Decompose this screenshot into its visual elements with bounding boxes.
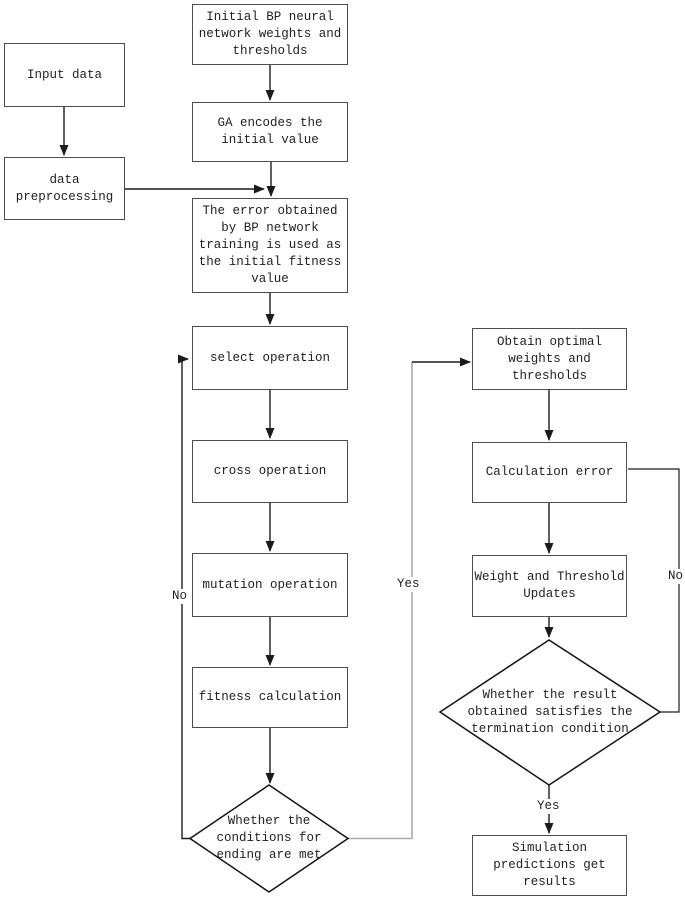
decision-ending-diamond <box>188 784 350 893</box>
edge-termination-no-to-calcerror <box>628 468 680 713</box>
node-cross-operation: cross operation <box>192 440 348 503</box>
node-bp-error-fitness: The error obtained by BP network trainin… <box>192 198 348 293</box>
node-input-data: Input data <box>4 43 125 107</box>
node-obtain-optimal: Obtain optimal weights and thresholds <box>472 328 627 390</box>
edge-label-yes-center: Yes <box>396 577 421 592</box>
edge-label-no-left: No <box>171 589 189 604</box>
node-mutation-operation: mutation operation <box>192 553 348 617</box>
middle-column-arrows <box>59 65 276 784</box>
node-calculation-error: Calculation error <box>472 442 627 503</box>
edge-ending-yes-riser <box>348 362 413 840</box>
node-ga-encodes: GA encodes the initial value <box>192 102 348 162</box>
node-fitness-calculation: fitness calculation <box>192 667 348 728</box>
decision-termination-diamond <box>438 639 662 786</box>
node-select-operation: select operation <box>192 326 348 390</box>
edge-label-no-right: No <box>667 569 685 584</box>
node-weight-threshold-updates: Weight and Threshold Updates <box>472 555 627 617</box>
edge-label-yes-bottom: Yes <box>536 799 561 814</box>
node-data-preprocessing: data preprocessing <box>4 157 125 220</box>
node-initial-weights: Initial BP neural network weights and th… <box>192 4 348 65</box>
node-simulation-results: Simulation predictions get results <box>472 835 627 896</box>
